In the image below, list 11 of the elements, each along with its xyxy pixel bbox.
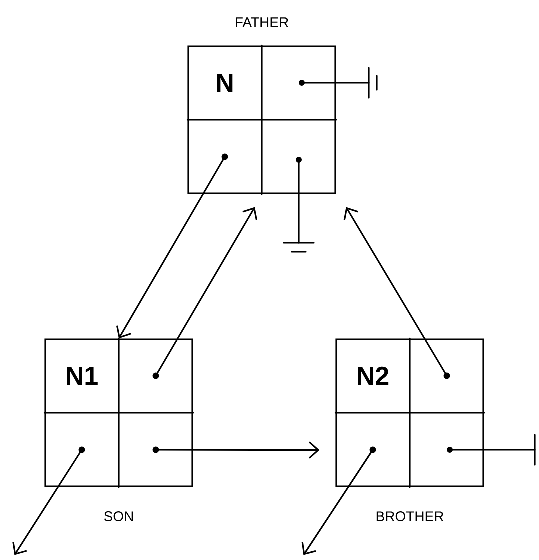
arrow	[12, 449, 83, 556]
node-label: FATHER	[236, 18, 288, 28]
list-node-box: N2	[334, 338, 486, 488]
node-label: BROTHER	[376, 512, 444, 522]
arrow	[155, 207, 258, 377]
list-node-box: N	[186, 44, 338, 196]
arrow	[116, 156, 226, 339]
node-label: SON	[104, 512, 134, 522]
arrow	[302, 449, 374, 556]
list-node-box: N1	[44, 338, 194, 488]
arrow	[344, 207, 448, 377]
